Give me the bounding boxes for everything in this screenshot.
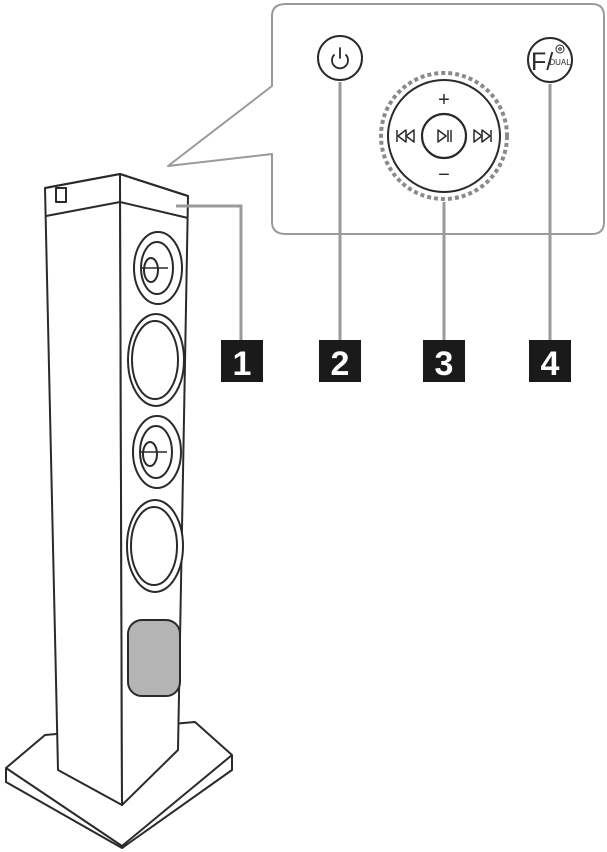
control-dial: + − xyxy=(381,73,507,199)
woofer-top-inner xyxy=(132,321,178,399)
woofer-bottom-inner xyxy=(131,507,177,585)
bass-port-grille xyxy=(128,620,180,696)
callout-number-4: 4 xyxy=(541,345,560,383)
tweeter-top-dome xyxy=(144,258,158,282)
callout-number-1: 1 xyxy=(233,345,252,383)
function-dual-button[interactable]: F/ DUAL xyxy=(528,38,572,82)
callout-labels: 1 2 3 4 xyxy=(221,340,571,383)
speaker-top-port xyxy=(56,188,66,202)
dual-label: DUAL xyxy=(549,58,571,67)
callout-label-3: 3 xyxy=(423,340,465,383)
callout-label-2: 2 xyxy=(319,340,361,383)
power-button[interactable] xyxy=(318,36,362,80)
volume-down-button[interactable]: − xyxy=(438,164,450,186)
tower-speaker xyxy=(6,174,232,848)
callout-label-4: 4 xyxy=(529,340,571,383)
callout-label-1: 1 xyxy=(221,340,263,383)
play-pause-button[interactable] xyxy=(422,114,466,158)
callout-number-2: 2 xyxy=(331,345,350,383)
tweeter-bottom-dome xyxy=(143,442,157,466)
volume-up-button[interactable]: + xyxy=(438,89,450,111)
callout-number-3: 3 xyxy=(435,345,454,383)
speaker-left-face xyxy=(45,174,122,805)
